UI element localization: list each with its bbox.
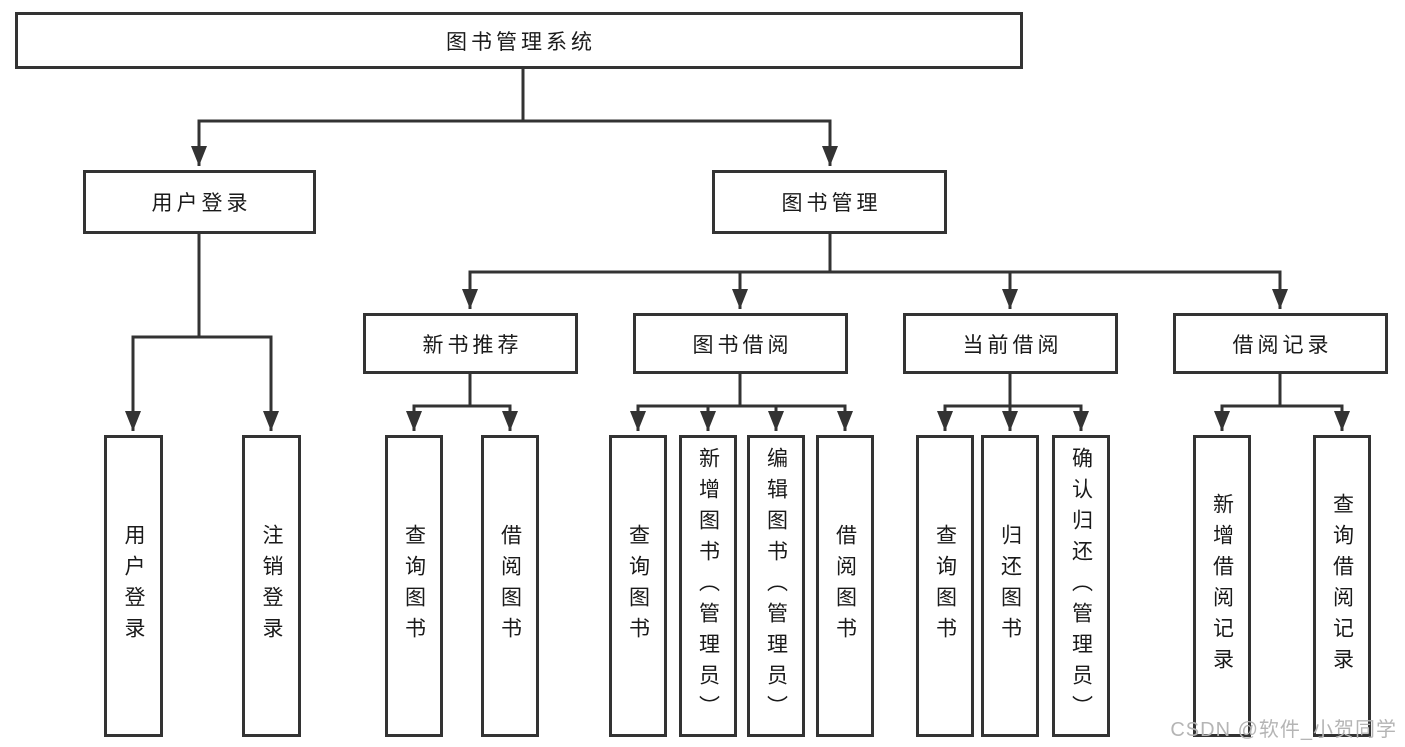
leaf-borrow-books-borrow: 借阅图书 — [816, 435, 874, 737]
node-label: 借阅图书 — [498, 524, 522, 648]
connector-borrow-record-branch — [1214, 374, 1350, 431]
connector-book-management-branch — [462, 234, 1288, 309]
leaf-add-borrow-record: 新增借阅记录 — [1193, 435, 1251, 737]
leaf-query-books-newbook: 查询图书 — [385, 435, 443, 737]
leaf-query-borrow-record: 查询借阅记录 — [1313, 435, 1371, 737]
node-book-borrow: 图书借阅 — [633, 313, 848, 374]
node-user-login: 用户登录 — [83, 170, 316, 234]
leaf-logout-login: 注销登录 — [242, 435, 301, 737]
node-label: 借阅记录 — [1232, 333, 1333, 357]
connector-root-to-level2 — [191, 69, 838, 166]
node-label: 确认归还（管理员） — [1069, 446, 1093, 726]
node-label: 图书管理 — [781, 192, 882, 215]
node-current-borrow: 当前借阅 — [903, 313, 1118, 374]
connector-book-borrow-branch — [630, 374, 853, 431]
leaf-add-books-admin: 新增图书（管理员） — [679, 435, 737, 737]
leaf-borrow-books-newbook: 借阅图书 — [481, 435, 539, 737]
node-label: 查询借阅记录 — [1330, 493, 1354, 679]
node-label: 用户登录 — [151, 192, 252, 215]
leaf-query-books-current: 查询图书 — [916, 435, 974, 737]
node-label: 新增图书（管理员） — [696, 446, 720, 726]
node-label: 查询图书 — [626, 524, 650, 648]
node-label: 新书推荐 — [422, 333, 523, 357]
node-new-book-recommend: 新书推荐 — [363, 313, 578, 374]
node-label: 图书借阅 — [692, 333, 793, 357]
node-borrow-records: 借阅记录 — [1173, 313, 1388, 374]
leaf-query-books-borrow: 查询图书 — [609, 435, 667, 737]
leaf-user-login: 用户登录 — [104, 435, 163, 737]
leaf-confirm-return-admin: 确认归还（管理员） — [1052, 435, 1110, 737]
node-label: 查询图书 — [933, 524, 957, 648]
leaf-return-books: 归还图书 — [981, 435, 1039, 737]
leaf-edit-books-admin: 编辑图书（管理员） — [747, 435, 805, 737]
node-label: 当前借阅 — [962, 333, 1063, 357]
node-label: 新增借阅记录 — [1210, 493, 1234, 679]
node-label: 用户登录 — [122, 524, 145, 648]
node-label: 注销登录 — [260, 524, 283, 648]
csdn-watermark: CSDN @软件_小贺同学 — [1170, 719, 1397, 741]
node-book-management: 图书管理 — [712, 170, 947, 234]
node-label: 查询图书 — [402, 524, 426, 648]
connector-user-login-branch — [125, 234, 279, 431]
node-label: 借阅图书 — [833, 524, 857, 648]
connector-current-borrow-branch — [937, 374, 1089, 431]
node-label: 编辑图书（管理员） — [764, 446, 788, 726]
node-label: 归还图书 — [998, 524, 1022, 648]
connector-new-book-branch — [406, 374, 518, 431]
node-label: 图书管理系统 — [446, 30, 596, 54]
node-library-system: 图书管理系统 — [15, 12, 1023, 69]
